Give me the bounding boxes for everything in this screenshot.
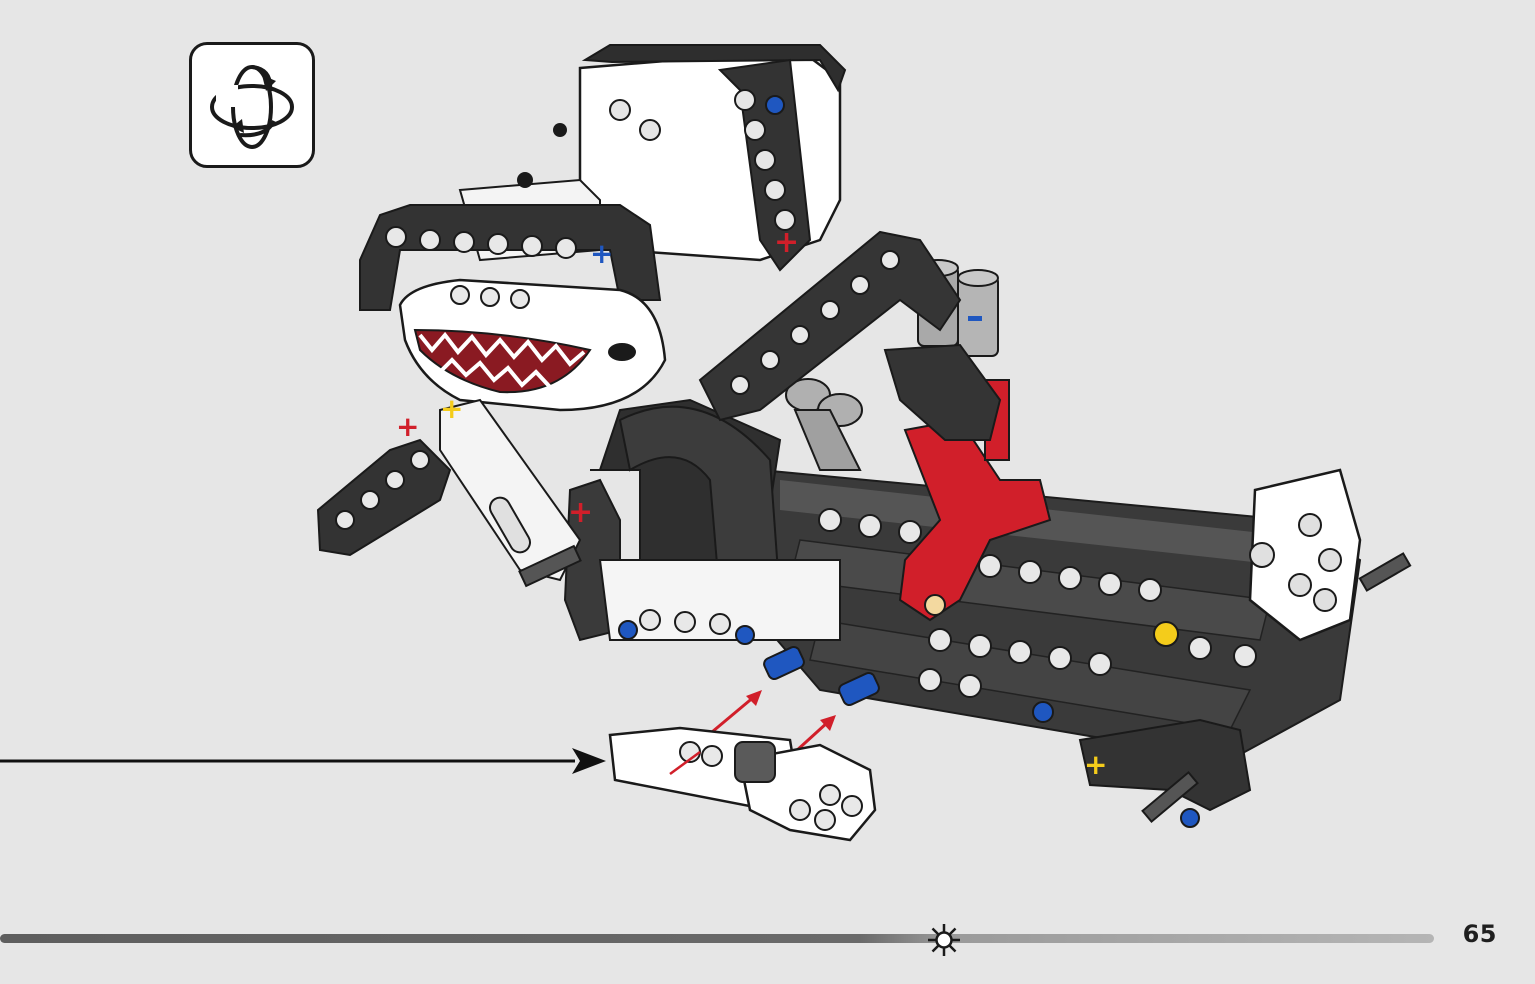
callout-pointer-arrow xyxy=(0,748,606,774)
new-part-connector xyxy=(608,726,877,842)
rear-bracket: + xyxy=(1078,718,1252,828)
insertion-arrows xyxy=(711,690,836,754)
model-illustration: + xyxy=(316,44,1412,842)
svg-text:+: + xyxy=(568,495,593,530)
page-progress-bar xyxy=(0,934,1434,943)
svg-text:+: + xyxy=(396,410,419,443)
front-leg: + + xyxy=(316,392,582,588)
rear-white-connector xyxy=(1248,468,1412,642)
front-frame: + xyxy=(563,398,841,645)
svg-text:+: + xyxy=(590,237,613,270)
blue-pins xyxy=(763,645,880,707)
rotate-model-icon xyxy=(210,65,294,149)
svg-text:+: + xyxy=(1084,748,1107,781)
svg-text:+: + xyxy=(774,225,799,260)
page-number: 65 xyxy=(1462,920,1497,948)
upper-beam xyxy=(698,230,1002,441)
svg-text:+: + xyxy=(440,392,463,425)
rotate-callout xyxy=(189,42,315,168)
shark-face xyxy=(398,278,667,412)
gear-sun-icon xyxy=(928,924,960,956)
